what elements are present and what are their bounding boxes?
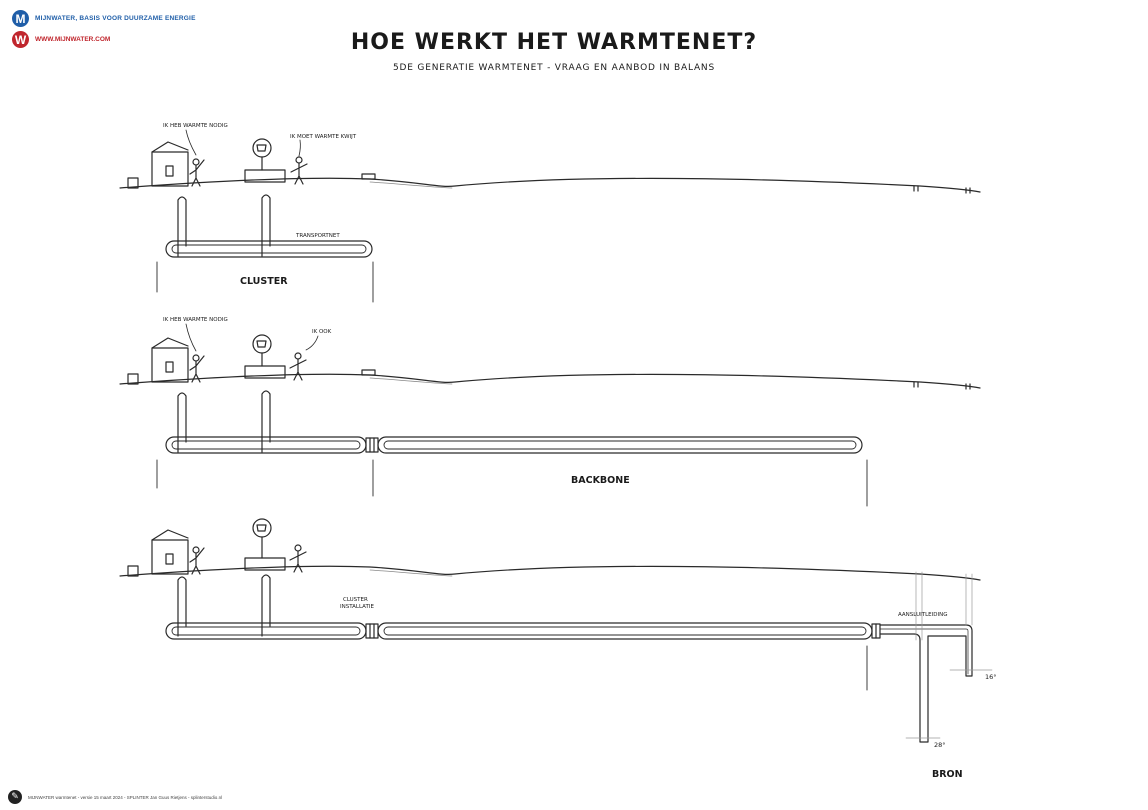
houses-icon — [127, 337, 189, 385]
box-icon — [361, 173, 376, 180]
well-casing-shallow — [915, 571, 923, 641]
riser-2 — [261, 390, 271, 453]
section-label-bron: BRON — [932, 769, 963, 780]
box-icon — [361, 369, 376, 376]
speech-need-heat-1: IK HEB WARMTE NODIG — [163, 123, 228, 129]
connection-pipe-inner — [879, 628, 969, 675]
label-aansluitleiding: AANSLUITLEIDING — [898, 612, 947, 618]
speech-pointer-left — [185, 323, 197, 352]
connection-pipe — [879, 624, 973, 743]
brand-mark-w-icon: W — [12, 31, 29, 48]
panel-bron: CLUSTER INSTALLATIE AANSLUITLEIDING 16° … — [119, 518, 997, 780]
person-shrugging-icon — [289, 544, 307, 573]
speech-pointer-right — [298, 139, 301, 157]
cluster-pipe-outer — [165, 622, 367, 640]
brand-tagline: MIJNWATER, BASIS VOOR DUURZAME ENERGIE — [35, 15, 196, 22]
ground-line-shadow — [369, 377, 453, 385]
end-marker-1 — [913, 381, 919, 388]
speech-surplus-heat: IK MOET WARMTE KWIJT — [290, 134, 357, 140]
end-marker-1 — [913, 185, 919, 192]
coupling-icon — [871, 623, 881, 639]
section-label-cluster: CLUSTER — [240, 276, 288, 287]
label-cluster-installatie-2: INSTALLATIE — [340, 604, 374, 610]
section-label-backbone: BACKBONE — [571, 475, 630, 486]
person-waving-icon — [189, 158, 205, 187]
cluster-pipe-outer — [165, 436, 367, 454]
backbone-pipe-inner — [383, 440, 857, 450]
riser-1 — [177, 196, 187, 257]
ground-line — [119, 565, 981, 581]
label-cluster-installatie-1: CLUSTER — [343, 597, 368, 603]
well-casing-deep — [965, 573, 973, 626]
backbone-pipe-outer — [377, 622, 873, 640]
cluster-pipe-inner — [171, 440, 361, 450]
speech-pointer-right — [305, 335, 319, 351]
person-pointing-icon — [289, 352, 307, 381]
label-temp-16: 16° — [985, 673, 997, 681]
coupling-icon — [365, 623, 379, 639]
ground-line — [119, 373, 981, 389]
label-temp-28: 28° — [934, 741, 946, 749]
panel-backbone: IK HEB WARMTE NODIG IK OOK BACKBONE — [119, 317, 981, 507]
riser-2 — [261, 574, 271, 637]
brand-row-top: M MIJNWATER, BASIS VOOR DUURZAME ENERGIE — [12, 10, 196, 27]
houses-icon — [127, 141, 189, 189]
cluster-pipe-inner — [171, 626, 361, 636]
riser-1 — [177, 576, 187, 637]
person-shrugging-icon — [290, 156, 308, 185]
page-subtitle: 5DE GENERATIE WARMTENET - VRAAG EN AANBO… — [393, 63, 715, 73]
speech-me-too: IK OOK — [312, 329, 332, 335]
ground-line — [119, 177, 981, 193]
end-marker-2 — [965, 187, 971, 194]
shop-icon — [244, 334, 286, 379]
shop-icon — [244, 138, 286, 183]
coupling-icon — [365, 437, 379, 453]
brand-url[interactable]: WWW.MIJNWATER.COM — [35, 36, 111, 43]
brand-row-bottom: W WWW.MIJNWATER.COM — [12, 31, 196, 48]
label-transportnet: TRANSPORTNET — [295, 233, 340, 239]
footer-credits: MIJNWATER warmtenet - versie 15 maart 20… — [28, 794, 223, 800]
brand-logo: M MIJNWATER, BASIS VOOR DUURZAME ENERGIE… — [12, 10, 196, 48]
shop-icon — [244, 518, 286, 571]
cluster-pipe-outer — [165, 240, 373, 258]
speech-pointer-left — [185, 129, 197, 156]
end-marker-2 — [965, 383, 971, 390]
riser-2 — [261, 194, 271, 257]
page-title: HOE WERKT HET WARMTENET? — [350, 30, 758, 55]
speech-need-heat-2: IK HEB WARMTE NODIG — [163, 317, 228, 323]
pen-icon: ✎ — [8, 790, 22, 804]
ground-line-shadow — [369, 181, 453, 189]
riser-1 — [177, 392, 187, 453]
backbone-pipe-inner — [383, 626, 867, 636]
brand-mark-m-icon: M — [12, 10, 29, 27]
ground-line-shadow — [369, 569, 453, 577]
person-waving-icon — [189, 354, 205, 383]
person-waving-icon — [189, 546, 205, 575]
backbone-pipe-outer — [377, 436, 863, 454]
cluster-pipe-inner — [171, 244, 367, 254]
footer: ✎ MIJNWATER warmtenet - versie 15 maart … — [8, 790, 222, 804]
houses-icon — [127, 529, 189, 577]
panel-cluster: IK HEB WARMTE NODIG IK MOET WARMTE KWIJT… — [119, 123, 981, 303]
